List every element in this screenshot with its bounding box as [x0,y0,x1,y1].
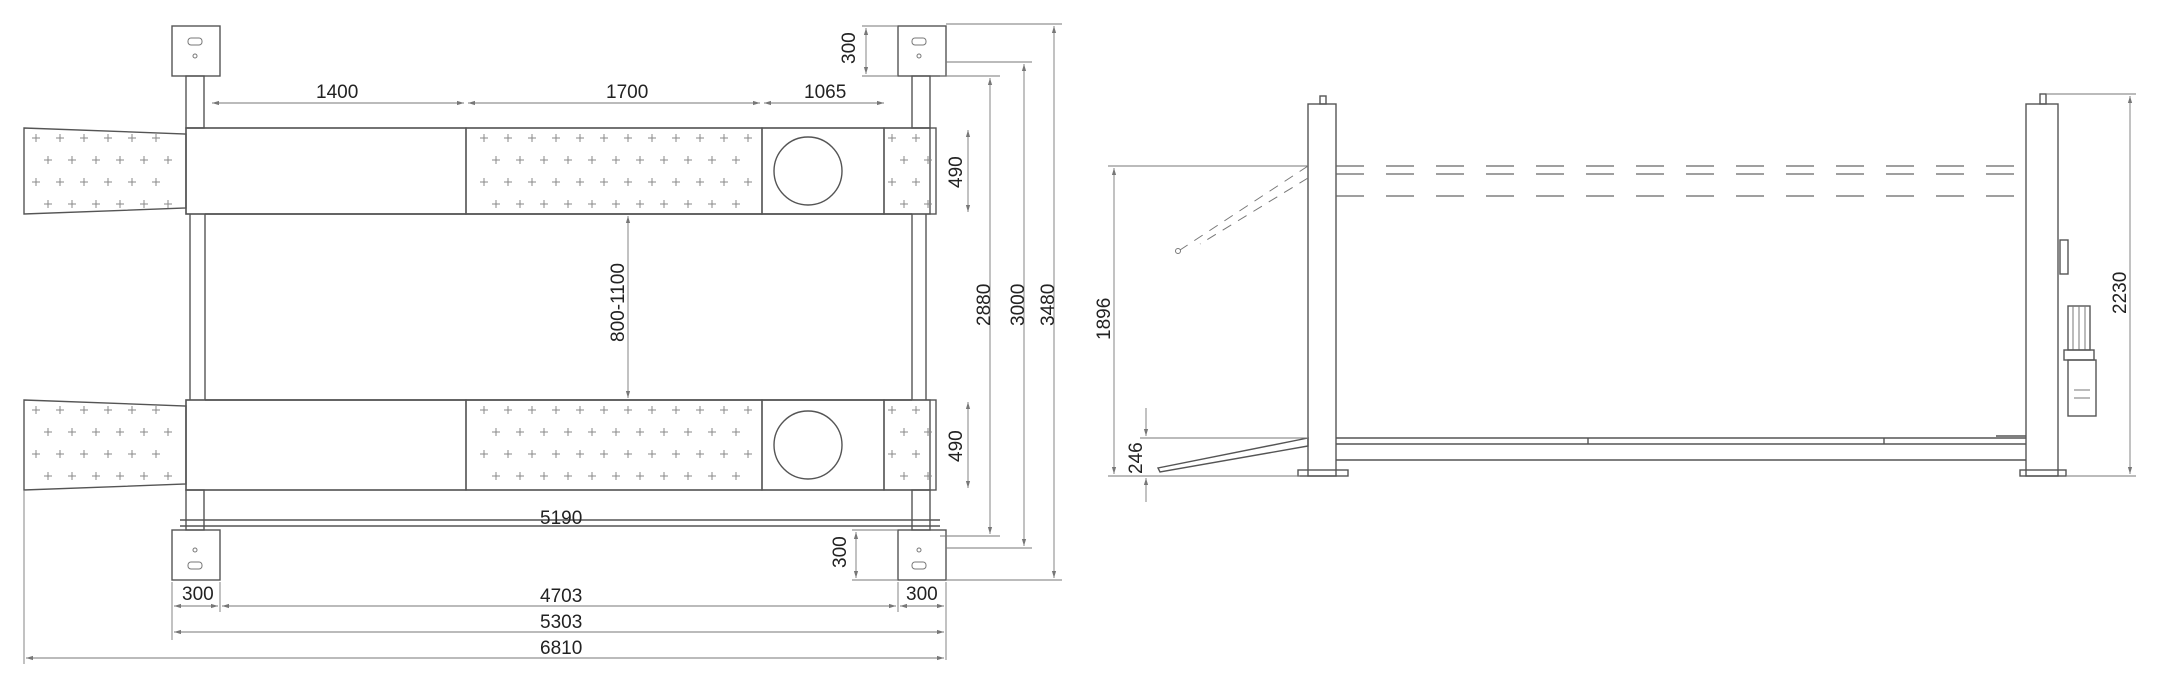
post-bottom-left [171,489,221,581]
side-column-right [2019,93,2069,477]
dim-490-bottom: 490 [946,430,967,462]
dim-2880: 2880 [974,284,995,326]
control-box [2059,239,2069,275]
ramp [1156,437,1309,473]
side-view-dimension-labels: 1896 2230 246 [1094,272,2131,474]
lowered-runway [1156,435,2026,473]
top-view-dimension-labels: 1400 1700 1065 300 490 490 800-1100 2880… [182,32,1059,659]
dim-300-left: 300 [182,584,214,605]
post-top-left [171,25,221,129]
runway-top [23,127,937,215]
side-column-left [1297,95,1349,477]
turntable-bottom [773,410,843,480]
frame [180,127,940,527]
post-top-right [897,25,947,129]
runway-bottom [23,399,937,491]
dim-1400: 1400 [316,82,358,103]
dim-1065: 1065 [804,82,846,103]
runway-bottom-pattern [32,406,932,480]
dim-3000: 3000 [1008,284,1029,326]
runway-top-pattern [32,134,932,208]
dim-300-top: 300 [839,32,860,64]
dim-2230: 2230 [2110,272,2131,314]
top-view: 1400 1700 1065 300 490 490 800-1100 2880… [23,23,1062,664]
dim-5190: 5190 [540,508,582,529]
raised-runway [1175,165,2026,254]
dim-300-right: 300 [906,584,938,605]
turntable-top [773,136,843,206]
post-bottom-right [897,489,947,581]
dim-800-1100: 800-1100 [608,263,629,342]
dim-1896: 1896 [1094,298,1115,340]
dim-5303: 5303 [540,612,582,633]
top-view-dimensions [23,23,1062,664]
side-view: 1896 2230 246 [1094,93,2136,502]
dim-3480: 3480 [1038,284,1059,326]
side-view-dimensions [1108,93,2136,502]
dim-490-top: 490 [946,156,967,188]
dim-1700: 1700 [606,82,648,103]
dim-4703: 4703 [540,586,582,607]
dim-6810: 6810 [540,638,582,659]
dim-246: 246 [1126,442,1147,474]
power-unit [2063,305,2097,417]
dim-300-bottom-right: 300 [830,536,851,568]
